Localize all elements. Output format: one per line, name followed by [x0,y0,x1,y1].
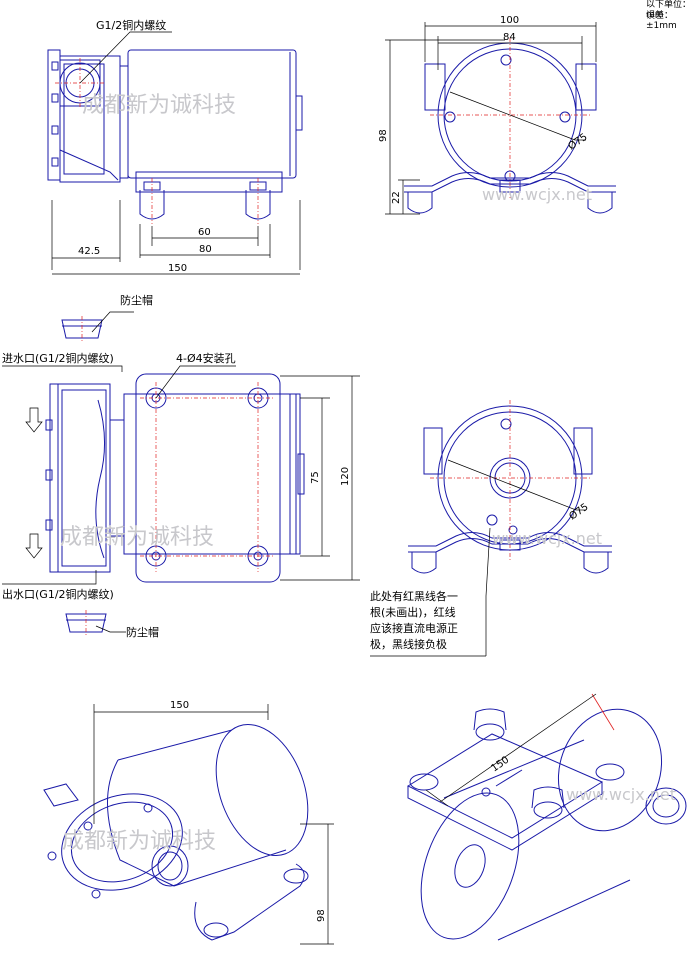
dim-84: 84 [503,32,516,43]
dust-cap-label-top: 防尘帽 [120,293,153,307]
dim-120: 120 [340,467,351,486]
watermark-site-3: www.wcjx.net [566,785,676,804]
tolerance-note: 误差：±1mm [646,11,677,31]
outlet-label: 出水口(G1/2铜内螺纹) [2,587,114,601]
thread-label-top: G1/2铜内螺纹 [96,18,166,32]
watermark-company-2: 成都新为诚科技 [60,525,214,550]
dust-cap-label-bottom: 防尘帽 [126,625,159,639]
dim-98-iso: 98 [316,909,327,922]
watermark-company-3: 成都新为诚科技 [62,829,216,854]
iso-view-right: 150 www.wcjx.net [406,693,687,941]
watermark-site-1: www.wcjx.net [482,185,592,204]
dim-80: 80 [199,244,212,255]
top-view: 防尘帽 进水口(G1/2铜内螺纹) 4 [2,293,360,639]
iso-view-left: 150 98 成都新为诚科技 [43,700,334,945]
inlet-label: 进水口(G1/2铜内螺纹) [2,351,114,365]
rear-view: Ø75 www.wcjx.net 此处有红黑线各一 根(未画出)，红线 应该接直… [370,400,612,657]
mount-holes-label: 4-Ø4安装孔 [176,351,236,365]
dim-60: 60 [198,227,211,238]
dim-22: 22 [391,191,402,204]
dim-150-side: 150 [168,263,187,274]
dim-phi75-front: Ø75 [566,131,590,153]
watermark-site-2: www.wcjx.net [492,529,602,548]
dim-75-top: 75 [310,471,321,484]
side-view: G1/2铜内螺纹 60 80 42.5 150 成都新为诚科技 [47,18,303,275]
front-view: Ø75 100 84 98 22 www.wcjx.net [378,15,616,215]
dim-42-5: 42.5 [78,246,100,257]
wire-note-line-4: 极，黑线接负极 [370,637,447,651]
watermark-company-1: 成都新为诚科技 [82,93,236,118]
unit-note: 以下单位：mm [646,0,692,20]
dim-100: 100 [500,15,519,26]
dim-150-iso-left: 150 [170,700,189,711]
wire-note-line-1: 此处有红黑线各一 [370,589,458,603]
wire-note-line-2: 根(未画出)，红线 [370,605,456,619]
dim-98-front: 98 [378,129,389,142]
wire-note-line-3: 应该接直流电源正 [370,621,458,635]
